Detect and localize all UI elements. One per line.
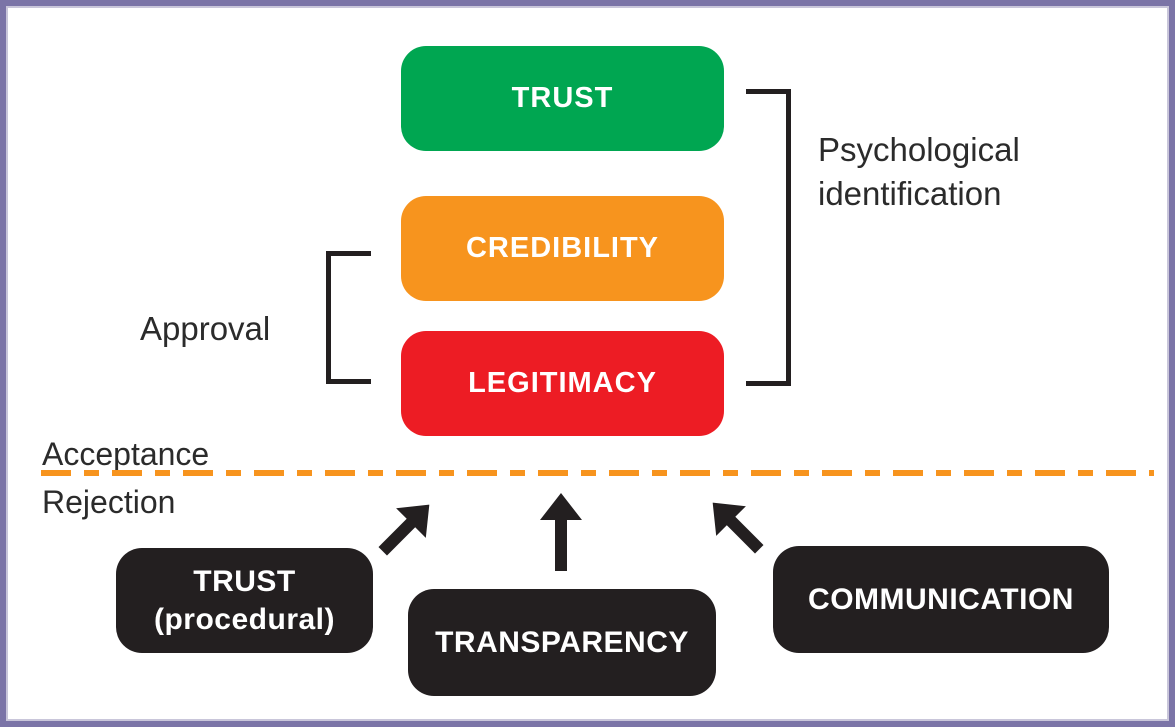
trust-box-label: TRUST (511, 82, 614, 114)
trust-procedural-box-label: TRUST (procedural) (154, 563, 335, 639)
right-bracket (746, 89, 791, 386)
left-bracket (326, 251, 371, 384)
transparency-box: TRANSPARENCY (408, 589, 716, 696)
acceptance-rejection-threshold-line (41, 470, 1154, 476)
trust-procedural-box: TRUST (procedural) (116, 548, 373, 653)
arrow-up-right-icon (367, 489, 445, 567)
credibility-box-label: CREDIBILITY (465, 232, 660, 264)
communication-box: COMMUNICATION (773, 546, 1109, 653)
arrow-up-icon (539, 493, 583, 571)
legitimacy-box: LEGITIMACY (401, 331, 724, 436)
transparency-box-label: TRANSPARENCY (435, 625, 689, 659)
trust-procedural-line1: TRUST (193, 564, 296, 598)
trust-procedural-line2: (procedural) (153, 602, 336, 636)
psychological-identification-label: Psychological identification (818, 131, 1020, 212)
trust-box: TRUST (401, 46, 724, 151)
approval-label: Approval (140, 310, 271, 347)
communication-box-label: COMMUNICATION (808, 582, 1074, 616)
acceptance-label: Acceptance (42, 436, 210, 472)
arrow-up-left-icon (697, 487, 775, 565)
legitimacy-box-label: LEGITIMACY (468, 367, 657, 399)
credibility-box: CREDIBILITY (401, 196, 724, 301)
rejection-label: Rejection (42, 484, 176, 520)
